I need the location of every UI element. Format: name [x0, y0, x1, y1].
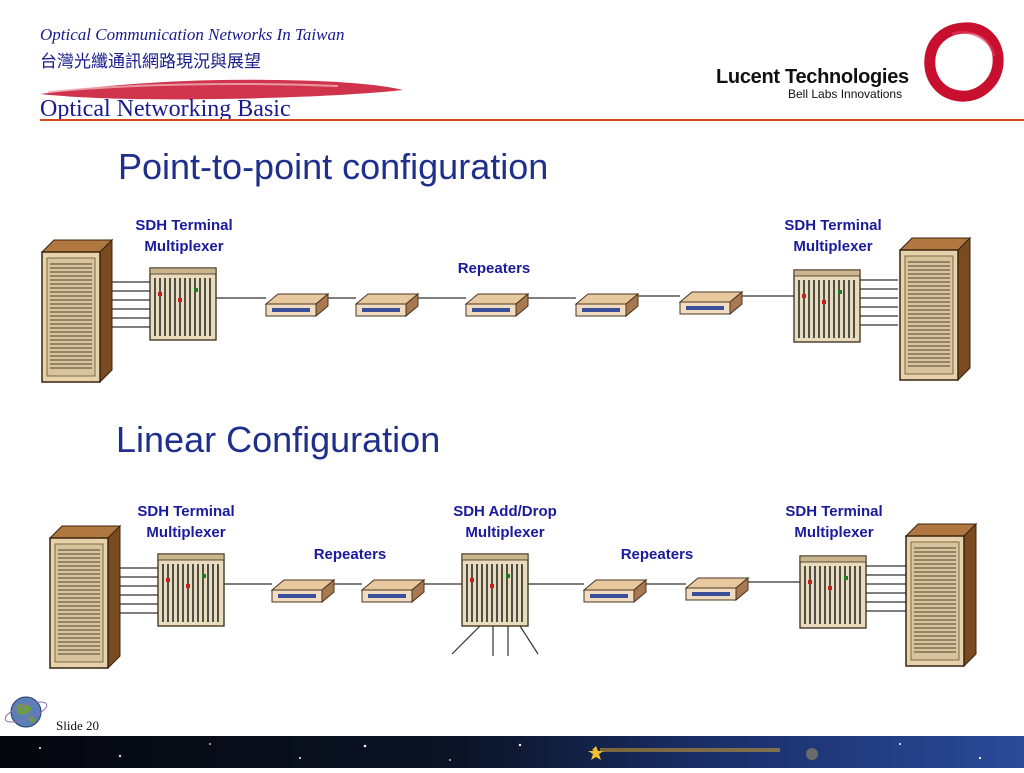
footer-space-band [0, 736, 1024, 768]
p2p-repeater-icon [265, 293, 329, 317]
linear-repeater-icon [685, 577, 749, 601]
slide-number: Slide 20 [56, 718, 99, 733]
globe-icon [4, 696, 48, 728]
linear-add-drop-mux-icon [461, 553, 529, 627]
linear-right-mux-icon [799, 555, 867, 629]
linear-repeaters-left-label: Repeaters [313, 546, 387, 563]
p2p-right-cabinet-icon [899, 237, 971, 381]
linear-left-cabinet-icon [49, 525, 121, 669]
presentation-title-zh: 台灣光纖通訊網路現況與展望 [40, 52, 261, 72]
p2p-repeater-icon [575, 293, 639, 317]
p2p-repeaters-label: Repeaters [457, 260, 531, 277]
linear-repeater-icon [583, 579, 647, 603]
linear-repeater-icon [361, 579, 425, 603]
p2p-repeater-icon [355, 293, 419, 317]
linear-left-mux-label: SDH Terminal Multiplexer [137, 503, 235, 541]
starfield-decoration [39, 743, 982, 761]
network-diagram [41, 237, 977, 669]
presentation-title-en: Optical Communication Networks In Taiwan [40, 25, 345, 44]
linear-right-mux-label: SDH Terminal Multiplexer [785, 503, 883, 541]
p2p-left-mux-icon [149, 267, 217, 341]
linear-section-title: Linear Configuration [116, 419, 441, 460]
lucent-ring-logo-icon [924, 22, 1004, 102]
brand-tagline: Bell Labs Innovations [788, 87, 903, 101]
section-subtitle: Optical Networking Basic [40, 96, 291, 122]
p2p-right-mux-icon [793, 269, 861, 343]
linear-repeater-icon [271, 579, 335, 603]
brand-name: Lucent Technologies [716, 66, 909, 88]
p2p-right-mux-label: SDH Terminal Multiplexer [784, 217, 882, 255]
header-divider [40, 119, 1024, 121]
linear-repeaters-right-label: Repeaters [620, 546, 694, 563]
brush-stroke-decoration [40, 79, 403, 100]
p2p-left-cabinet-icon [41, 239, 113, 383]
linear-add-drop-label: SDH Add/Drop Multiplexer [453, 503, 557, 541]
linear-right-cabinet-icon [905, 523, 977, 667]
p2p-repeater-icon [679, 291, 743, 315]
linear-left-mux-icon [157, 553, 225, 627]
p2p-section-title: Point-to-point configuration [118, 146, 549, 187]
p2p-repeater-icon [465, 293, 529, 317]
p2p-left-mux-label: SDH Terminal Multiplexer [135, 217, 233, 255]
